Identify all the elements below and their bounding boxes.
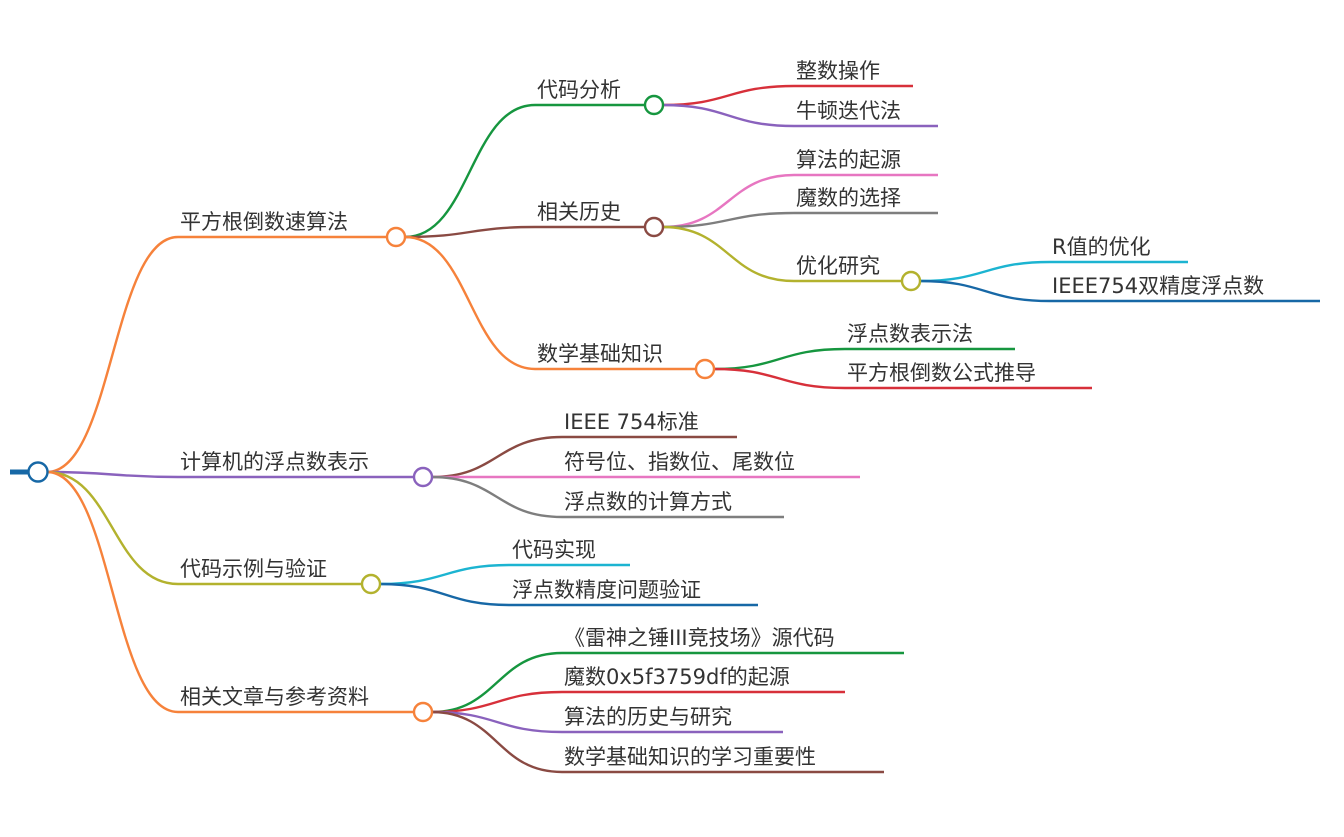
node-label-0-2-0[interactable]: 浮点数表示法 [847,322,973,346]
node-label-1-0[interactable]: IEEE 754标准 [564,410,699,434]
edge-3-2 [431,710,563,734]
edge-0-0 [404,103,536,239]
edge-0-1-2-1 [919,279,1051,303]
edge-0-0-0 [662,84,795,107]
edge-0-1-0 [662,173,795,229]
edge-3-0 [431,651,563,714]
node-label-0-1-2-1[interactable]: IEEE754双精度浮点数 [1052,274,1264,298]
edge-2 [46,470,179,586]
node-label-0-1-1[interactable]: 魔数的选择 [796,186,901,210]
node-label-1-1[interactable]: 符号位、指数位、尾数位 [564,450,795,474]
mindmap-edges [10,84,1051,774]
edge-0-1-2 [662,225,795,283]
node-label-0-1-2[interactable]: 优化研究 [796,254,880,278]
node-label-0-0-1[interactable]: 牛顿迭代法 [796,99,901,123]
node-toggle-0-2[interactable] [694,358,716,380]
node-label-3[interactable]: 相关文章与参考资料 [180,685,369,709]
node-label-3-2[interactable]: 算法的历史与研究 [564,705,732,729]
edge-1 [46,470,179,479]
edge-0-0-1 [662,103,795,128]
node-toggle-0-0[interactable] [643,94,665,116]
edge-0-1 [404,225,536,239]
edge-0-1-2-0 [919,260,1051,283]
edge-0-1-1 [662,211,795,229]
node-toggle-0-1-2[interactable] [900,270,922,292]
node-label-3-1[interactable]: 魔数0x5f3759df的起源 [564,665,790,689]
edge-1-0 [431,435,563,479]
node-label-1[interactable]: 计算机的浮点数表示 [180,450,369,474]
node-label-0-1[interactable]: 相关历史 [537,200,621,224]
edge-3 [46,470,179,714]
edge-2-0 [379,563,511,586]
mindmap-circles [27,94,922,723]
edge-0-2-0 [713,347,846,371]
node-label-1-2[interactable]: 浮点数的计算方式 [564,490,732,514]
edge-0 [46,235,179,474]
node-label-0-0[interactable]: 代码分析 [537,78,621,102]
node-toggle-2[interactable] [360,573,382,595]
node-toggle-3[interactable] [412,701,434,723]
node-label-3-0[interactable]: 《雷神之锤III竞技场》源代码 [564,626,835,650]
root-node[interactable] [27,461,49,483]
node-label-0-2-1[interactable]: 平方根倒数公式推导 [847,361,1036,385]
node-toggle-0[interactable] [385,226,407,248]
node-label-0-2[interactable]: 数学基础知识 [537,342,663,366]
edge-0-2 [404,235,536,371]
node-label-0-1-2-0[interactable]: R值的优化 [1052,235,1151,259]
mindmap-underlines [178,84,1320,774]
node-label-2-1[interactable]: 浮点数精度问题验证 [512,578,701,602]
edge-0-2-1 [713,367,846,390]
edge-3-3 [431,710,563,774]
node-label-0[interactable]: 平方根倒数速算法 [180,210,348,234]
node-label-0-0-0[interactable]: 整数操作 [796,59,880,83]
edge-2-1 [379,582,511,607]
node-toggle-0-1[interactable] [643,216,665,238]
edge-1-2 [431,475,563,519]
node-label-2[interactable]: 代码示例与验证 [180,557,327,581]
node-label-3-3[interactable]: 数学基础知识的学习重要性 [564,745,816,769]
node-toggle-1[interactable] [412,466,434,488]
node-label-0-1-0[interactable]: 算法的起源 [796,148,901,172]
edge-3-1 [431,690,563,714]
node-label-2-0[interactable]: 代码实现 [512,538,596,562]
